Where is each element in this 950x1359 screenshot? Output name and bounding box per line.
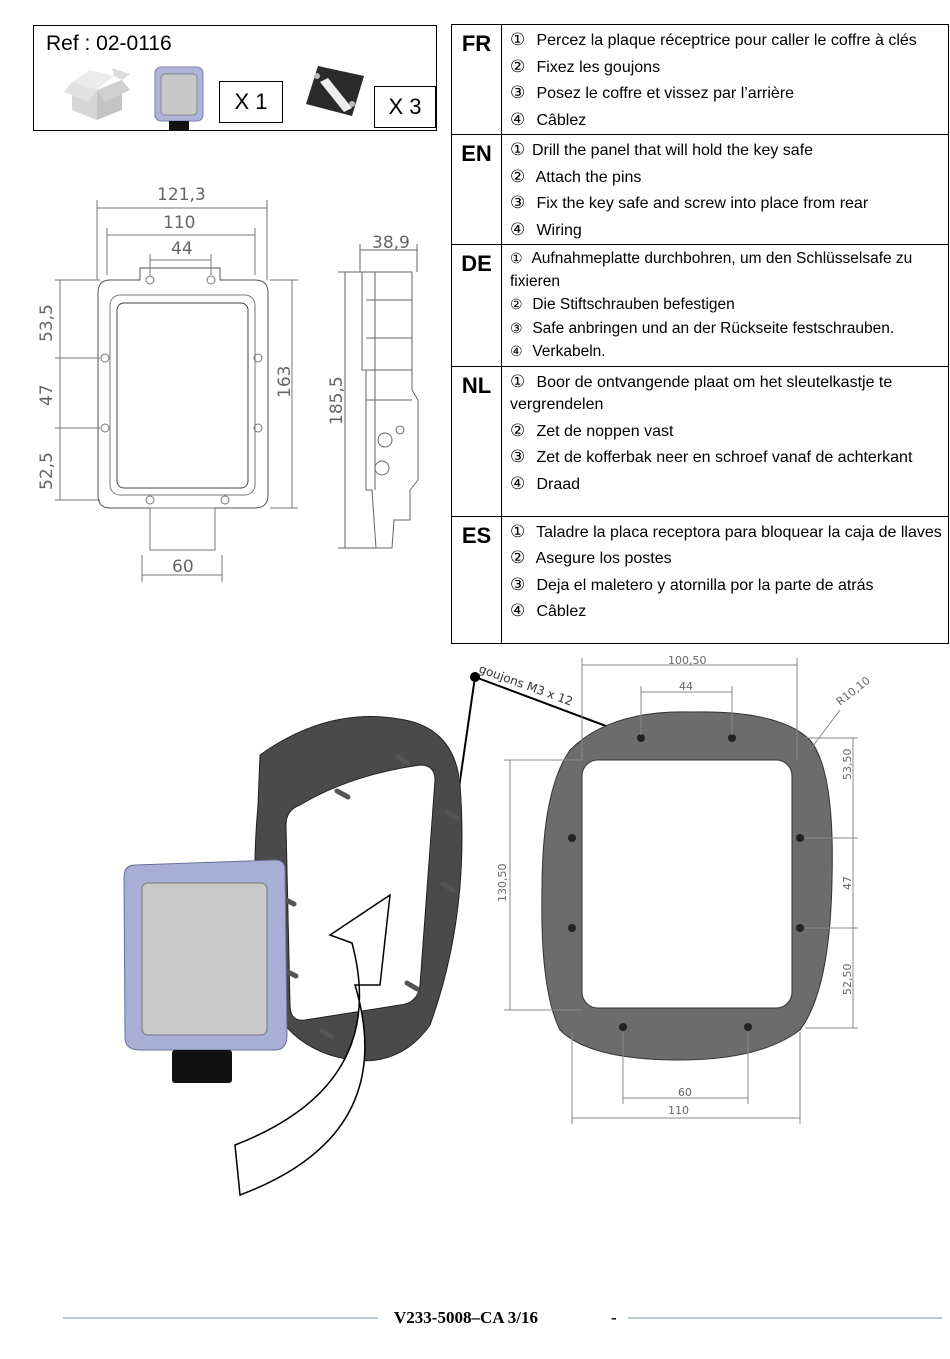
- step-number: ②: [510, 296, 523, 312]
- pins-label: goujons M3 x 12: [477, 662, 575, 709]
- key-safe-assembly: [123, 859, 288, 1083]
- dim-bottom-inner: 60: [678, 1086, 692, 1099]
- step-text: Die Stiftschrauben befestigen: [532, 296, 735, 313]
- lang-row-nl: NL ① Boor de ontvangende plaat om het sl…: [451, 365, 949, 517]
- step-text: Deja el maletero y atornilla por la part…: [536, 576, 874, 594]
- step-number: ④: [510, 219, 526, 239]
- dim-top-spacing-plate: 44: [679, 680, 693, 693]
- keysafe-quantity: X 1: [219, 81, 283, 123]
- step-text: Câblez: [536, 603, 587, 620]
- step-number: ①: [510, 30, 526, 49]
- dim-left-top: 53,5: [37, 304, 57, 342]
- step-text: Posez le coffre et vissez par l’arrière: [536, 85, 795, 102]
- step-number: ①: [510, 521, 526, 541]
- step-number: ①: [510, 140, 526, 159]
- side-technical-drawing: 38,9 185,5: [327, 233, 419, 549]
- step-number: ②: [510, 166, 526, 186]
- step-text: Zet de kofferbak neer en schroef vanaf d…: [536, 449, 913, 466]
- lang-code: NL: [451, 365, 502, 517]
- mounting-plate-icon: [306, 66, 364, 116]
- dim-width-top: 100,50: [668, 654, 707, 667]
- step-text: Aufnahmeplatte durchbohren, um den Schlü…: [510, 250, 913, 290]
- step-number: ②: [510, 420, 526, 440]
- lang-steps: ① Percez la plaque réceptrice pour calle…: [501, 24, 949, 135]
- dim-depth: 38,9: [372, 233, 410, 253]
- dim-right-top: 53,50: [841, 749, 854, 781]
- step-number: ②: [510, 56, 526, 76]
- lang-code: EN: [451, 134, 502, 245]
- footer-dash: -: [611, 1308, 617, 1327]
- step-number: ④: [510, 473, 526, 493]
- step-text: Taladre la placa receptora para bloquear…: [536, 523, 942, 541]
- lang-code: DE: [451, 244, 502, 367]
- plate-cutout: [581, 759, 793, 1009]
- reference-box: Ref : 02-0116 X 1 X 3: [33, 25, 437, 131]
- step-number: ③: [510, 447, 526, 466]
- step-number: ③: [510, 193, 526, 212]
- dim-overall-width: 121,3: [157, 185, 206, 205]
- lang-row-de: DE ① Aufnahmeplatte durchbohren, um den …: [451, 244, 949, 367]
- dim-left-bottom: 52,5: [37, 452, 57, 490]
- step-text: Zet de noppen vast: [536, 422, 674, 440]
- lang-steps: ① Taladre la placa receptora para bloque…: [501, 515, 949, 644]
- dim-height-holes: 163: [275, 366, 295, 398]
- step-text: Drill the panel that will hold the key s…: [532, 142, 814, 159]
- step-text: Draad: [536, 475, 581, 493]
- step-text: Percez la plaque réceptrice pour caller …: [536, 32, 917, 49]
- lang-code: ES: [451, 515, 502, 644]
- dim-radius: R10,10: [834, 674, 873, 708]
- step-text: Fix the key safe and screw into place fr…: [536, 195, 869, 212]
- assembly-arrow: [234, 893, 391, 1197]
- step-text: Verkabeln.: [532, 343, 606, 360]
- lang-steps: ① Boor de ontvangende plaat om het sleut…: [501, 365, 949, 517]
- step-text: Wiring: [536, 221, 582, 239]
- dim-plate-height: 130,50: [496, 864, 509, 903]
- step-text: Câblez: [536, 111, 587, 129]
- plate-dimension-drawing: goujons M3 x 12 100,50 44 R10,10 53,50 4…: [460, 654, 873, 1124]
- dim-bottom-width: 60: [172, 557, 194, 577]
- plate-holes: [568, 734, 804, 1031]
- cardboard-box-icon: [64, 68, 130, 120]
- step-number: ③: [510, 574, 526, 594]
- key-safe-icon: [154, 66, 204, 131]
- step-number: ②: [510, 548, 526, 567]
- assembly-illustration: [123, 716, 463, 1197]
- dim-inner-width: 110: [163, 213, 195, 233]
- lang-code: FR: [451, 24, 502, 135]
- instructions-table: FR ① Percez la plaque réceptrice pour ca…: [451, 24, 949, 644]
- dim-left-mid: 47: [37, 384, 57, 406]
- dim-bottom-outer: 110: [668, 1104, 689, 1117]
- lang-row-en: EN ① Drill the panel that will hold the k…: [451, 134, 949, 245]
- step-number: ③: [510, 83, 526, 102]
- step-number: ①: [510, 371, 526, 391]
- step-text: Attach the pins: [535, 168, 642, 186]
- dim-side-height: 185,5: [327, 376, 347, 425]
- lang-steps: ① Aufnahmeplatte durchbohren, um den Sch…: [501, 244, 949, 367]
- step-text: Boor de ontvangende plaat om het sleutel…: [510, 373, 893, 414]
- lang-row-fr: FR ① Percez la plaque réceptrice pour ca…: [451, 24, 949, 135]
- lang-row-es: ES ① Taladre la placa receptora para blo…: [451, 515, 949, 644]
- step-text: Fixez les goujons: [536, 58, 661, 76]
- footer-document-code: V233-5008–CA 3/16: [394, 1308, 539, 1327]
- step-number: ③: [510, 319, 523, 336]
- dim-right-bottom: 52,50: [841, 964, 854, 996]
- step-number: ①: [510, 250, 523, 266]
- front-technical-drawing: 121,3 110 44 53,5 47 52,5 163 60: [37, 185, 298, 582]
- step-number: ④: [510, 109, 526, 129]
- step-text: Safe anbringen und an der Rückseite fest…: [532, 319, 895, 337]
- step-text: Asegure los postes: [535, 550, 672, 567]
- plate-quantity: X 3: [374, 86, 436, 128]
- lang-steps: ① Drill the panel that will hold the key …: [501, 134, 949, 245]
- footer-rules: [63, 1317, 942, 1319]
- dim-top-spacing: 44: [171, 239, 193, 259]
- step-number: ④: [510, 343, 523, 359]
- reference-title: Ref : 02-0116: [46, 32, 172, 55]
- dim-right-mid: 47: [841, 876, 854, 890]
- step-number: ④: [510, 601, 526, 620]
